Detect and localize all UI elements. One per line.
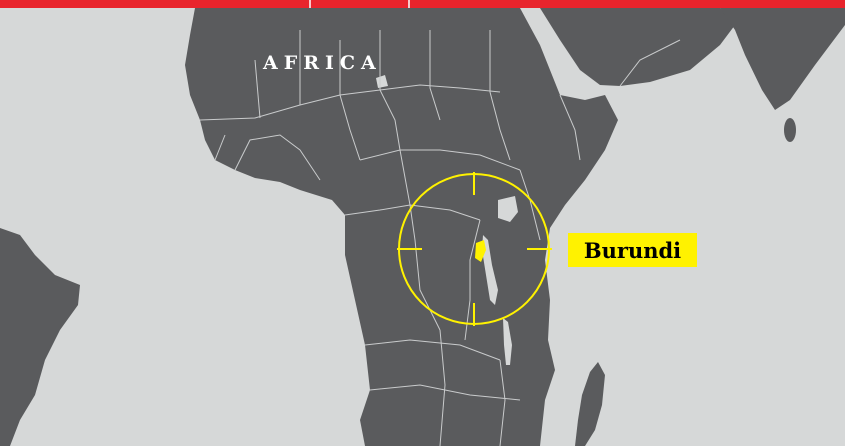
country-label-burundi: Burundi (568, 233, 697, 267)
south-america (0, 228, 80, 446)
country-borders (199, 30, 681, 446)
top-bar (0, 0, 845, 8)
burundi-shape (475, 240, 486, 262)
madagascar (575, 362, 605, 446)
lake-malawi (503, 318, 512, 365)
target-marker (397, 172, 552, 326)
lake-tanganyika (482, 235, 498, 305)
lake-chad (376, 75, 388, 88)
sri-lanka (784, 118, 796, 142)
india (720, 8, 845, 110)
arabian-peninsula (540, 8, 735, 86)
region-label-africa: AFRICA (263, 52, 382, 74)
lake-victoria (498, 196, 518, 222)
country-label-text: Burundi (583, 237, 682, 263)
